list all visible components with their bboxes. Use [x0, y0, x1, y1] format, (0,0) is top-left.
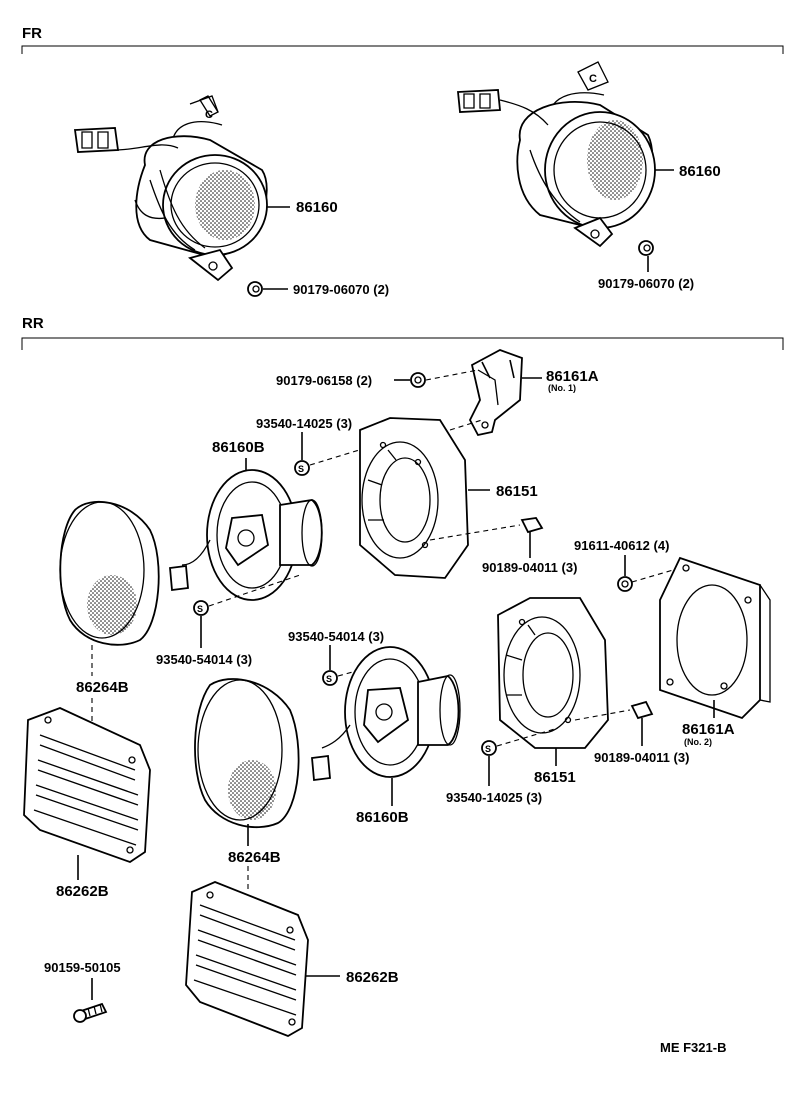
label-rr-screw-grille: 90159-50105	[44, 960, 121, 975]
section-bracket-fr	[21, 45, 784, 54]
dash-clip-upper	[429, 524, 521, 541]
label-rr-nut-4: 91611-40612 (4)	[574, 538, 669, 553]
label-rr-screw-a-lower: 93540-14025 (3)	[446, 790, 542, 805]
label-rr-clip-upper: 90189-04011 (3)	[482, 560, 577, 575]
label-fr-speaker-left: 86160	[296, 199, 338, 216]
rr-clip-lower-icon	[630, 700, 654, 720]
figure-code: ME F321-B	[660, 1040, 726, 1055]
rr-box-upper	[359, 417, 469, 579]
label-rr-speaker-lower: 86160B	[356, 809, 409, 826]
label-rr-bracket-nut: 90179-06158 (2)	[276, 373, 372, 388]
rr-bracket-no2	[659, 556, 771, 720]
label-rr-box-lower: 86151	[534, 769, 576, 786]
rr-clip-upper-icon	[520, 517, 544, 534]
label-rr-bracket-1: 86161A	[546, 368, 599, 385]
label-rr-cover-left: 86264B	[76, 679, 129, 696]
rr-grille-right	[185, 881, 309, 1037]
dash-bracket-box	[449, 419, 483, 431]
rr-grille-left	[23, 707, 151, 863]
label-fr-nut-right: 90179-06070 (2)	[598, 276, 694, 291]
rr-screw-a-lower-icon: S	[481, 740, 497, 756]
rr-bracket-no1	[468, 349, 523, 437]
section-label-fr: FR	[22, 25, 42, 42]
label-rr-bracket-2-note: (No. 2)	[684, 737, 712, 747]
label-rr-screw-a-upper: 93540-14025 (3)	[256, 416, 352, 431]
label-rr-screw-b-upper: 93540-54014 (3)	[156, 652, 252, 667]
label-rr-cover-right: 86264B	[228, 849, 281, 866]
rr-cover-left	[59, 501, 160, 646]
bracket-c-mark: C	[205, 109, 213, 121]
rr-nut-4-icon	[617, 576, 633, 592]
fr-nut-right-icon	[638, 240, 654, 256]
label-rr-screw-b-lower: 93540-54014 (3)	[288, 629, 384, 644]
rr-screw-grille-icon	[73, 1002, 108, 1023]
label-rr-grille-right: 86262B	[346, 969, 399, 986]
rr-bracket-nut-icon	[410, 372, 426, 388]
dash-bracket-nut	[425, 369, 479, 381]
rr-speaker-lower	[311, 646, 461, 782]
label-fr-speaker-right: 86160	[679, 163, 721, 180]
label-rr-box-upper: 86151	[496, 483, 538, 500]
label-rr-bracket-2: 86161A	[682, 721, 735, 738]
rr-screw-b-lower-icon: S	[322, 670, 338, 686]
dash-screw-a-lower	[496, 727, 559, 747]
label-rr-clip-lower: 90189-04011 (3)	[594, 750, 689, 765]
label-rr-bracket-1-note: (No. 1)	[548, 383, 576, 393]
label-rr-grille-left: 86262B	[56, 883, 109, 900]
dash-screw-b-upper	[208, 574, 301, 607]
fr-nut-left-icon	[247, 281, 263, 297]
rr-speaker-upper	[169, 469, 323, 601]
rr-cover-right	[194, 678, 300, 829]
label-fr-nut-left: 90179-06070 (2)	[293, 282, 389, 297]
rr-screw-a-upper-icon: S	[294, 460, 310, 476]
dash-clip-lower	[574, 709, 631, 721]
screw-s-mark-4: S	[485, 744, 491, 754]
screw-s-mark-1: S	[298, 464, 304, 474]
screw-s-mark-3: S	[326, 674, 332, 684]
screw-s-mark-2: S	[197, 604, 203, 614]
rr-screw-b-upper-icon: S	[193, 600, 209, 616]
label-rr-speaker-upper: 86160B	[212, 439, 265, 456]
fr-speaker-right: C	[457, 61, 656, 248]
section-bracket-rr	[21, 337, 784, 350]
bracket-c-mark-right: C	[589, 73, 597, 85]
section-label-rr: RR	[22, 315, 44, 332]
rr-box-lower	[497, 597, 609, 749]
fr-speaker-left: C	[73, 95, 268, 282]
